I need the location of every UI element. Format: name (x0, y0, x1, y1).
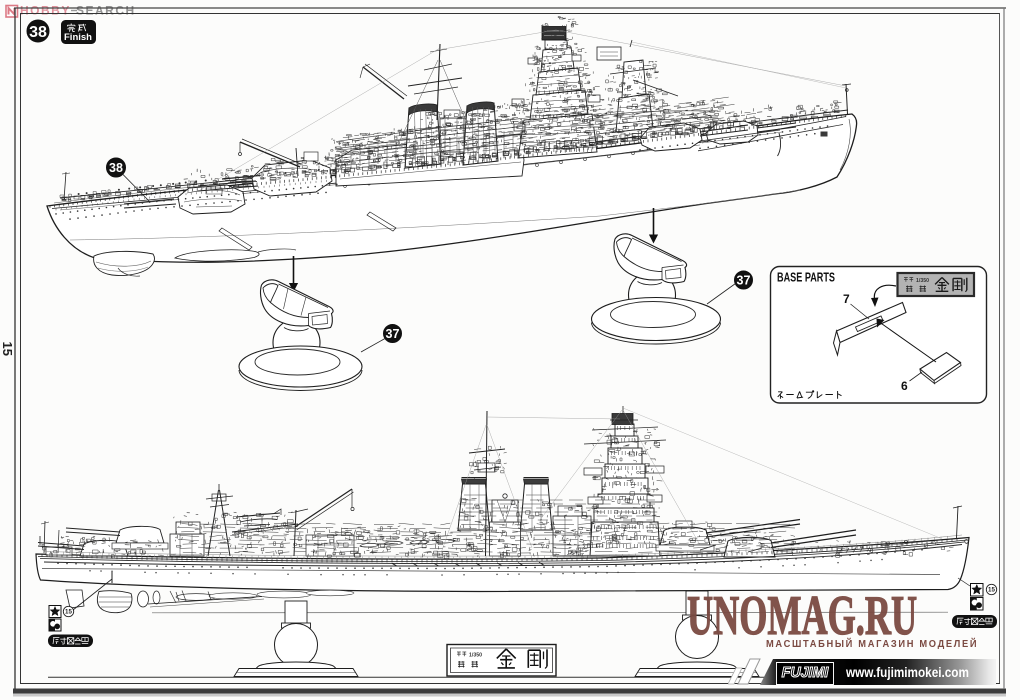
svg-text:1/350: 1/350 (469, 653, 482, 659)
svg-text:15: 15 (65, 609, 72, 616)
svg-text:1/350: 1/350 (916, 278, 929, 284)
svg-text:BASE PARTS: BASE PARTS (777, 271, 835, 285)
svg-text:SEARCH: SEARCH (76, 4, 136, 18)
svg-text:38: 38 (109, 161, 123, 175)
svg-text:6: 6 (901, 379, 908, 393)
svg-text:Finish: Finish (64, 32, 92, 43)
svg-text:37: 37 (737, 274, 751, 288)
svg-text:7: 7 (843, 292, 850, 306)
svg-text:15: 15 (988, 587, 995, 594)
svg-text:38: 38 (29, 24, 47, 41)
svg-text:HOBBY: HOBBY (20, 4, 71, 18)
svg-text:37: 37 (386, 327, 400, 341)
svg-text:15: 15 (0, 342, 15, 356)
